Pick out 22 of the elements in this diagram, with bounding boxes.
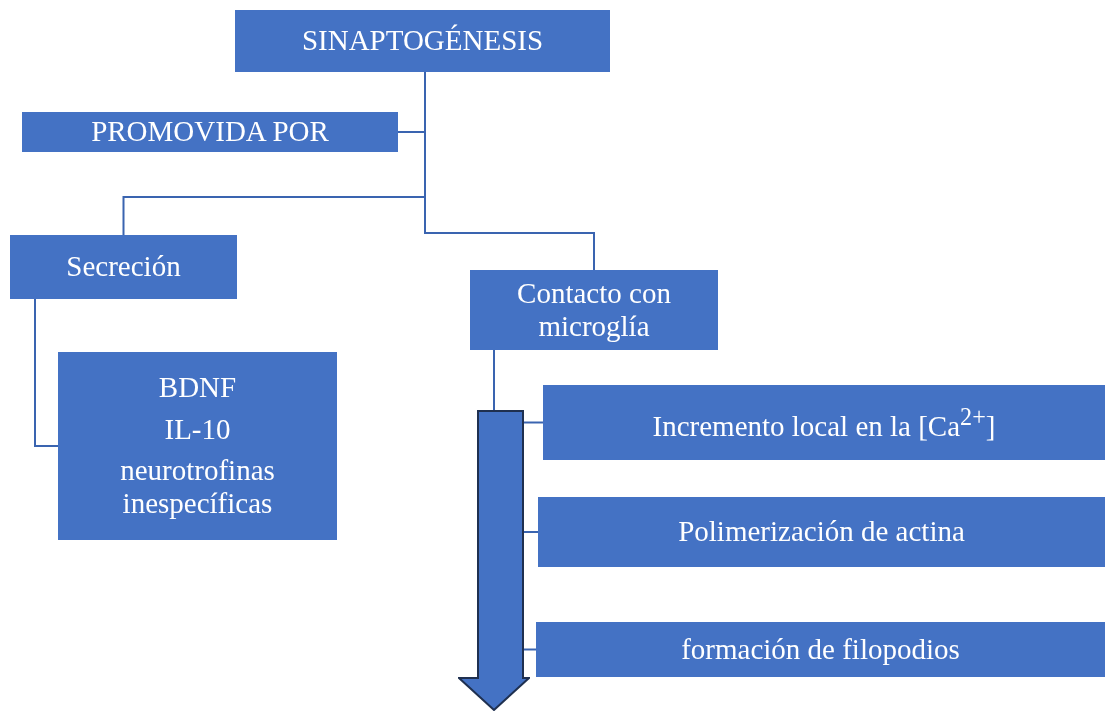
node-text: Incremento local en la [Ca$^{2+}$] [652, 402, 996, 443]
process-box [470, 270, 718, 350]
block-arrow [458, 410, 530, 711]
connector-line [34, 298, 59, 447]
process-box [10, 235, 237, 299]
process-box [22, 112, 398, 152]
process-box [536, 622, 1105, 677]
node-text: IL-10 [164, 412, 231, 446]
node-text: BDNF [158, 371, 237, 405]
node-text: PROMOVIDA POR [91, 115, 329, 149]
connector-line [493, 349, 495, 411]
process-box [538, 497, 1105, 567]
node-text: neurotrofinas inespecíficas [119, 454, 276, 521]
connector-line [424, 71, 595, 271]
node-text: Contacto con microglía [516, 276, 672, 344]
node-text: Polimerización de actina [678, 515, 965, 549]
process-box [58, 352, 337, 540]
process-box [543, 385, 1105, 460]
node-text: SINAPTOGÉNESIS [301, 24, 544, 58]
node-text: formación de filopodios [681, 632, 960, 667]
node-text: Secreción [66, 250, 181, 284]
title-box [235, 10, 610, 72]
